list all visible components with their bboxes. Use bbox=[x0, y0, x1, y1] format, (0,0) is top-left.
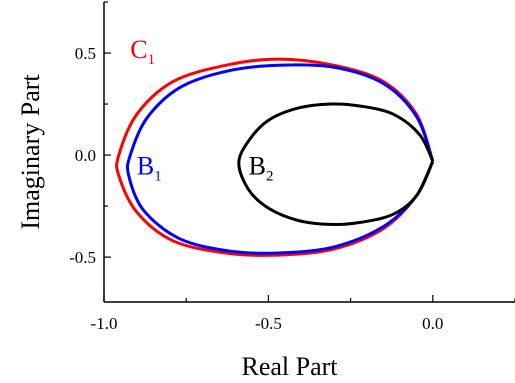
series-curve-c1 bbox=[115, 57, 435, 257]
y-axis-title: Imaginary Part bbox=[16, 74, 45, 230]
series-layer bbox=[115, 57, 435, 257]
x-tick-label: -1.0 bbox=[91, 314, 118, 333]
y-tick-label: 0.0 bbox=[75, 146, 96, 165]
x-tick-label: 0.0 bbox=[422, 314, 443, 333]
x-tick-label: -0.5 bbox=[255, 314, 282, 333]
curve-label-b1: B1 bbox=[137, 151, 162, 184]
x-axis-title: Real Part bbox=[241, 352, 338, 381]
curve-label-c1: C1 bbox=[130, 35, 155, 68]
axes bbox=[103, 2, 515, 303]
y-tick-label: 0.5 bbox=[75, 44, 96, 63]
series-curve-b1 bbox=[125, 63, 435, 255]
series-curve-b2 bbox=[237, 102, 435, 226]
curve-label-b2: B2 bbox=[249, 151, 274, 184]
ticks: -1.0 -0.5 0.0 -0.5 0.0 0.5 bbox=[69, 1, 515, 333]
y-tick-label: -0.5 bbox=[69, 248, 96, 267]
